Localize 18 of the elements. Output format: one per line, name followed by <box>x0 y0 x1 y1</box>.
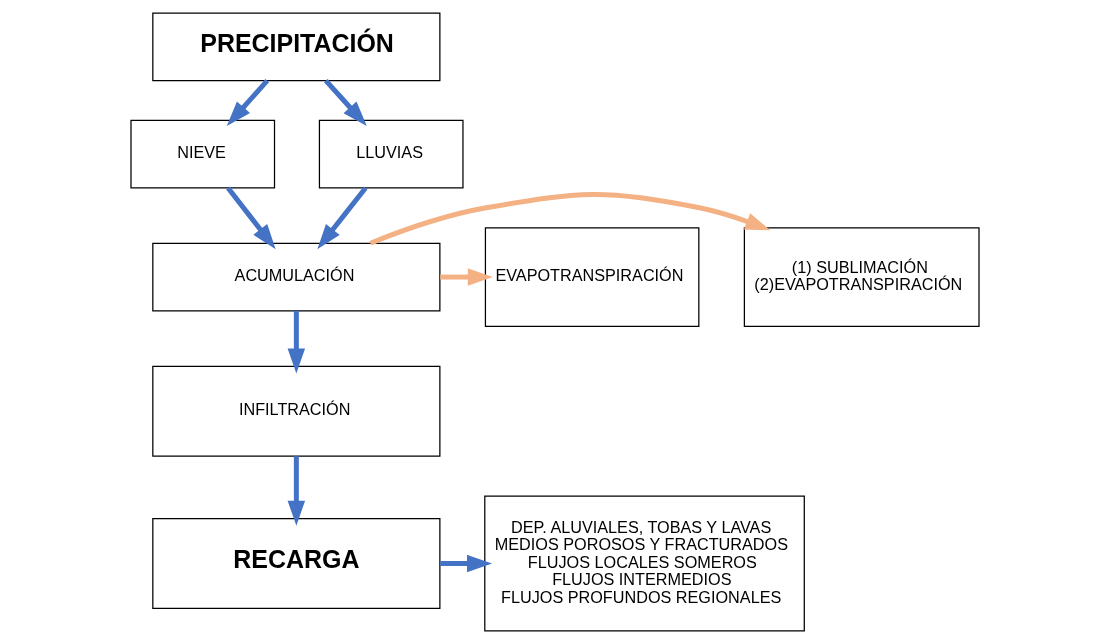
arrow <box>323 79 367 126</box>
node-box: (1) SUBLIMACIÓN (2)EVAPOTRANSPIRACIÓN <box>743 227 980 327</box>
arrow <box>287 310 305 374</box>
arrow <box>226 79 269 126</box>
node-box: EVAPOTRANSPIRACIÓN <box>484 227 699 327</box>
arrow <box>287 456 305 526</box>
node-box: PRECIPITACIÓN <box>151 12 440 82</box>
node-box: RECARGA <box>151 517 440 610</box>
arrow <box>225 186 276 250</box>
node-box: NIEVE <box>129 119 275 189</box>
node-box: ACUMULACIÓN <box>151 242 440 312</box>
node-box: LLUVIAS <box>318 119 464 189</box>
arrow <box>439 554 492 573</box>
arrow <box>368 192 770 246</box>
node-box: DEP. ALUVIALES, TOBAS Y LAVAS MEDIOS POROSOS Y FRACTURADOS FLUJOS LOCALES SOMEROS FLUJOS INTERMEDIOS FLUJOS PROFUNDOS REGIONALES <box>483 495 805 632</box>
arrow <box>439 268 493 286</box>
arrow <box>316 186 367 250</box>
node-box: INFILTRACIÓN <box>151 365 440 457</box>
